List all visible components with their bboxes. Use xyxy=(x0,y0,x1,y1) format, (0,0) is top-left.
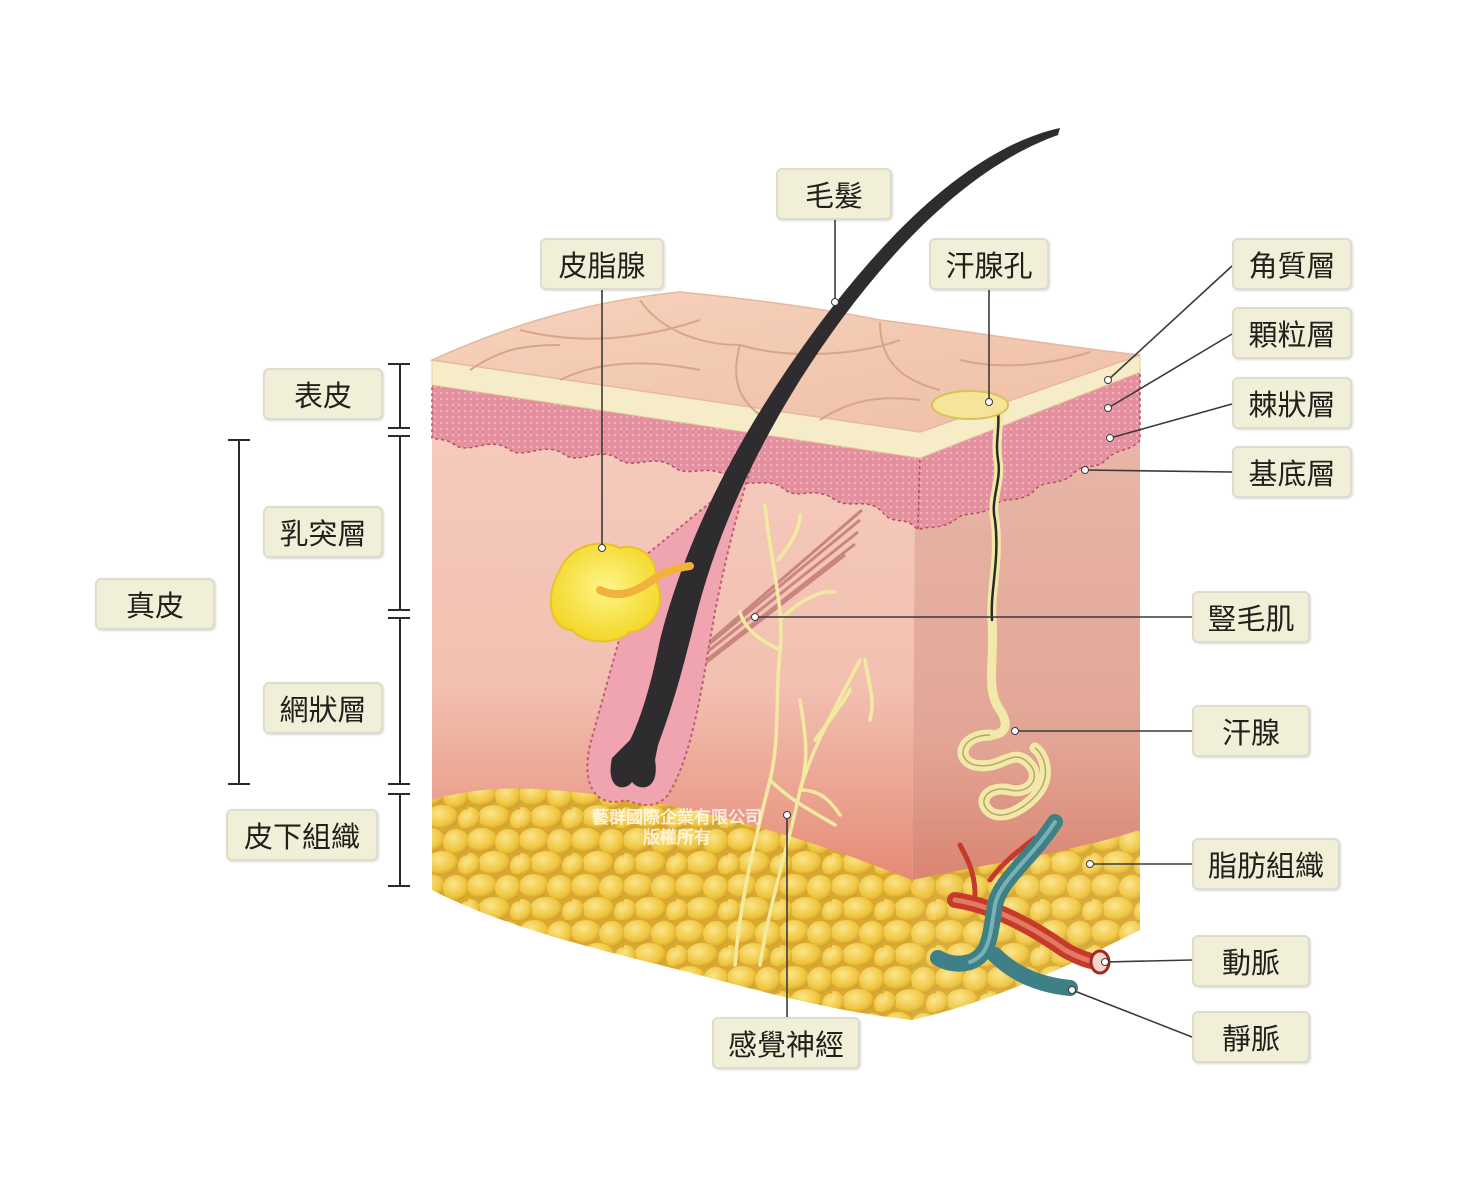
label-sweat-pore: 汗腺孔 xyxy=(929,238,1049,290)
sensory-nerve xyxy=(733,503,874,967)
label-subcutaneous-tissue: 皮下組織 xyxy=(226,809,378,861)
sweat-pore xyxy=(931,390,1009,420)
label-vein: 靜脈 xyxy=(1192,1011,1310,1063)
copyright-watermark: 藝群國際企業有限公司 版權所有 xyxy=(570,808,784,848)
subcutaneous-fat-front xyxy=(432,788,912,1020)
sebaceous-duct xyxy=(596,562,694,599)
layer-brackets xyxy=(228,363,410,887)
label-arrector-pili: 豎毛肌 xyxy=(1192,591,1310,643)
watermark-line-2: 版權所有 xyxy=(643,828,711,848)
label-stratum-basale: 基底層 xyxy=(1232,446,1352,498)
hair-shaft xyxy=(610,128,1060,788)
skin-surface-grooves xyxy=(469,299,1091,421)
watermark-line-1: 藝群國際企業有限公司 xyxy=(592,808,762,828)
leader-lines xyxy=(601,218,1233,1038)
vein xyxy=(930,814,1078,996)
leader-dots xyxy=(598,298,1114,994)
sweat-gland-coil-outline xyxy=(962,734,1047,816)
label-sensory-nerve: 感覺神經 xyxy=(712,1017,860,1069)
label-adipose-tissue: 脂肪組織 xyxy=(1192,838,1340,890)
label-stratum-granulosum: 顆粒層 xyxy=(1232,307,1352,359)
sweat-duct-core xyxy=(990,408,1001,622)
label-sebaceous-gland: 皮脂腺 xyxy=(540,238,664,290)
label-artery: 動脈 xyxy=(1192,935,1310,987)
label-reticular-layer: 網狀層 xyxy=(263,682,383,734)
label-stratum-corneum: 角質層 xyxy=(1232,238,1352,290)
label-dermis: 真皮 xyxy=(95,578,215,630)
label-stratum-spinosum: 棘狀層 xyxy=(1232,377,1352,429)
label-epidermis: 表皮 xyxy=(263,368,383,420)
label-sweat-gland: 汗腺 xyxy=(1192,705,1310,757)
epidermis-band-side xyxy=(917,368,1141,532)
label-hair: 毛髮 xyxy=(776,168,892,220)
epidermis-band-front xyxy=(431,384,921,532)
label-papillary-layer: 乳突層 xyxy=(263,506,383,558)
